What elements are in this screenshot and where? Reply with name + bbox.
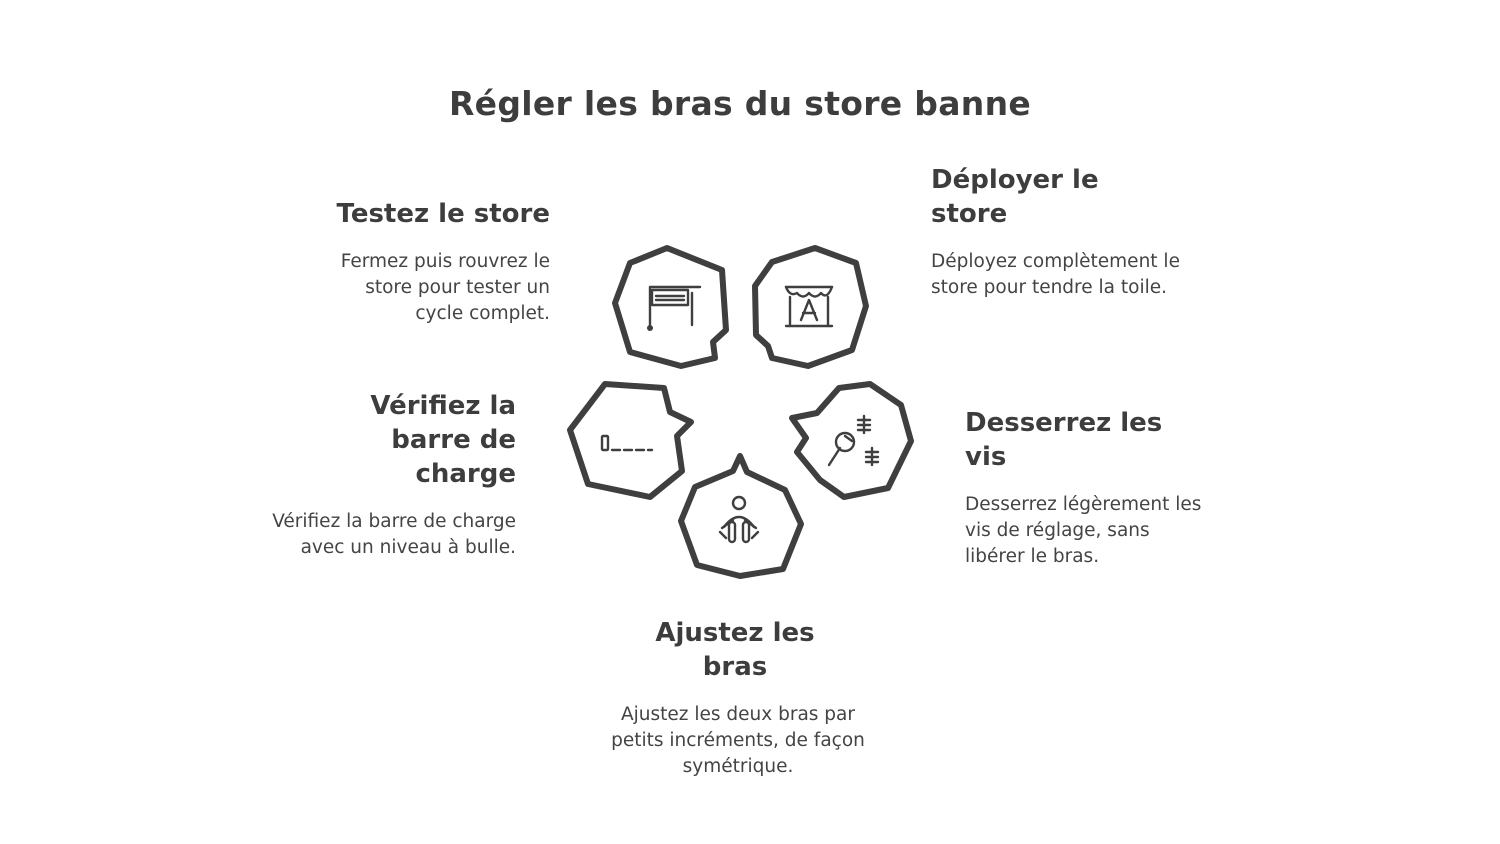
step-loosen-desc: Desserrez légèrement les vis de réglage,…: [965, 494, 1202, 567]
step-loosen-node: [789, 381, 914, 500]
step-check-node: [567, 381, 694, 500]
person-adjusting-icon: [718, 495, 760, 544]
step-check-desc: Vérifiez la barre de charge avec un nive…: [272, 511, 516, 558]
step-test-desc: Fermez puis rouvrez le store pour tester…: [340, 251, 550, 324]
step-check-title: Vérifiez la barre de charge: [370, 391, 516, 489]
step-adjust-desc: Ajustez les deux bras par petits incréme…: [611, 704, 865, 777]
step-deploy-node: [752, 245, 869, 369]
step-deploy-desc: Déployez complètement le store pour tend…: [931, 251, 1180, 298]
step-test-node: [612, 245, 729, 369]
step-adjust-node: [678, 453, 804, 579]
step-test-title: Testez le store: [336, 199, 550, 229]
level-bar-icon: [600, 434, 654, 452]
step-deploy-title: Déployer le store: [931, 165, 1099, 229]
wrench-screws-icon: [827, 414, 880, 467]
diagram-title: Régler les bras du store banne: [448, 84, 1032, 123]
retractable-awning-icon: [647, 285, 702, 331]
step-loosen-title: Desserrez les vis: [965, 408, 1163, 472]
step-adjust-title: Ajustez les bras: [655, 618, 815, 682]
awning-icon: [784, 285, 834, 328]
